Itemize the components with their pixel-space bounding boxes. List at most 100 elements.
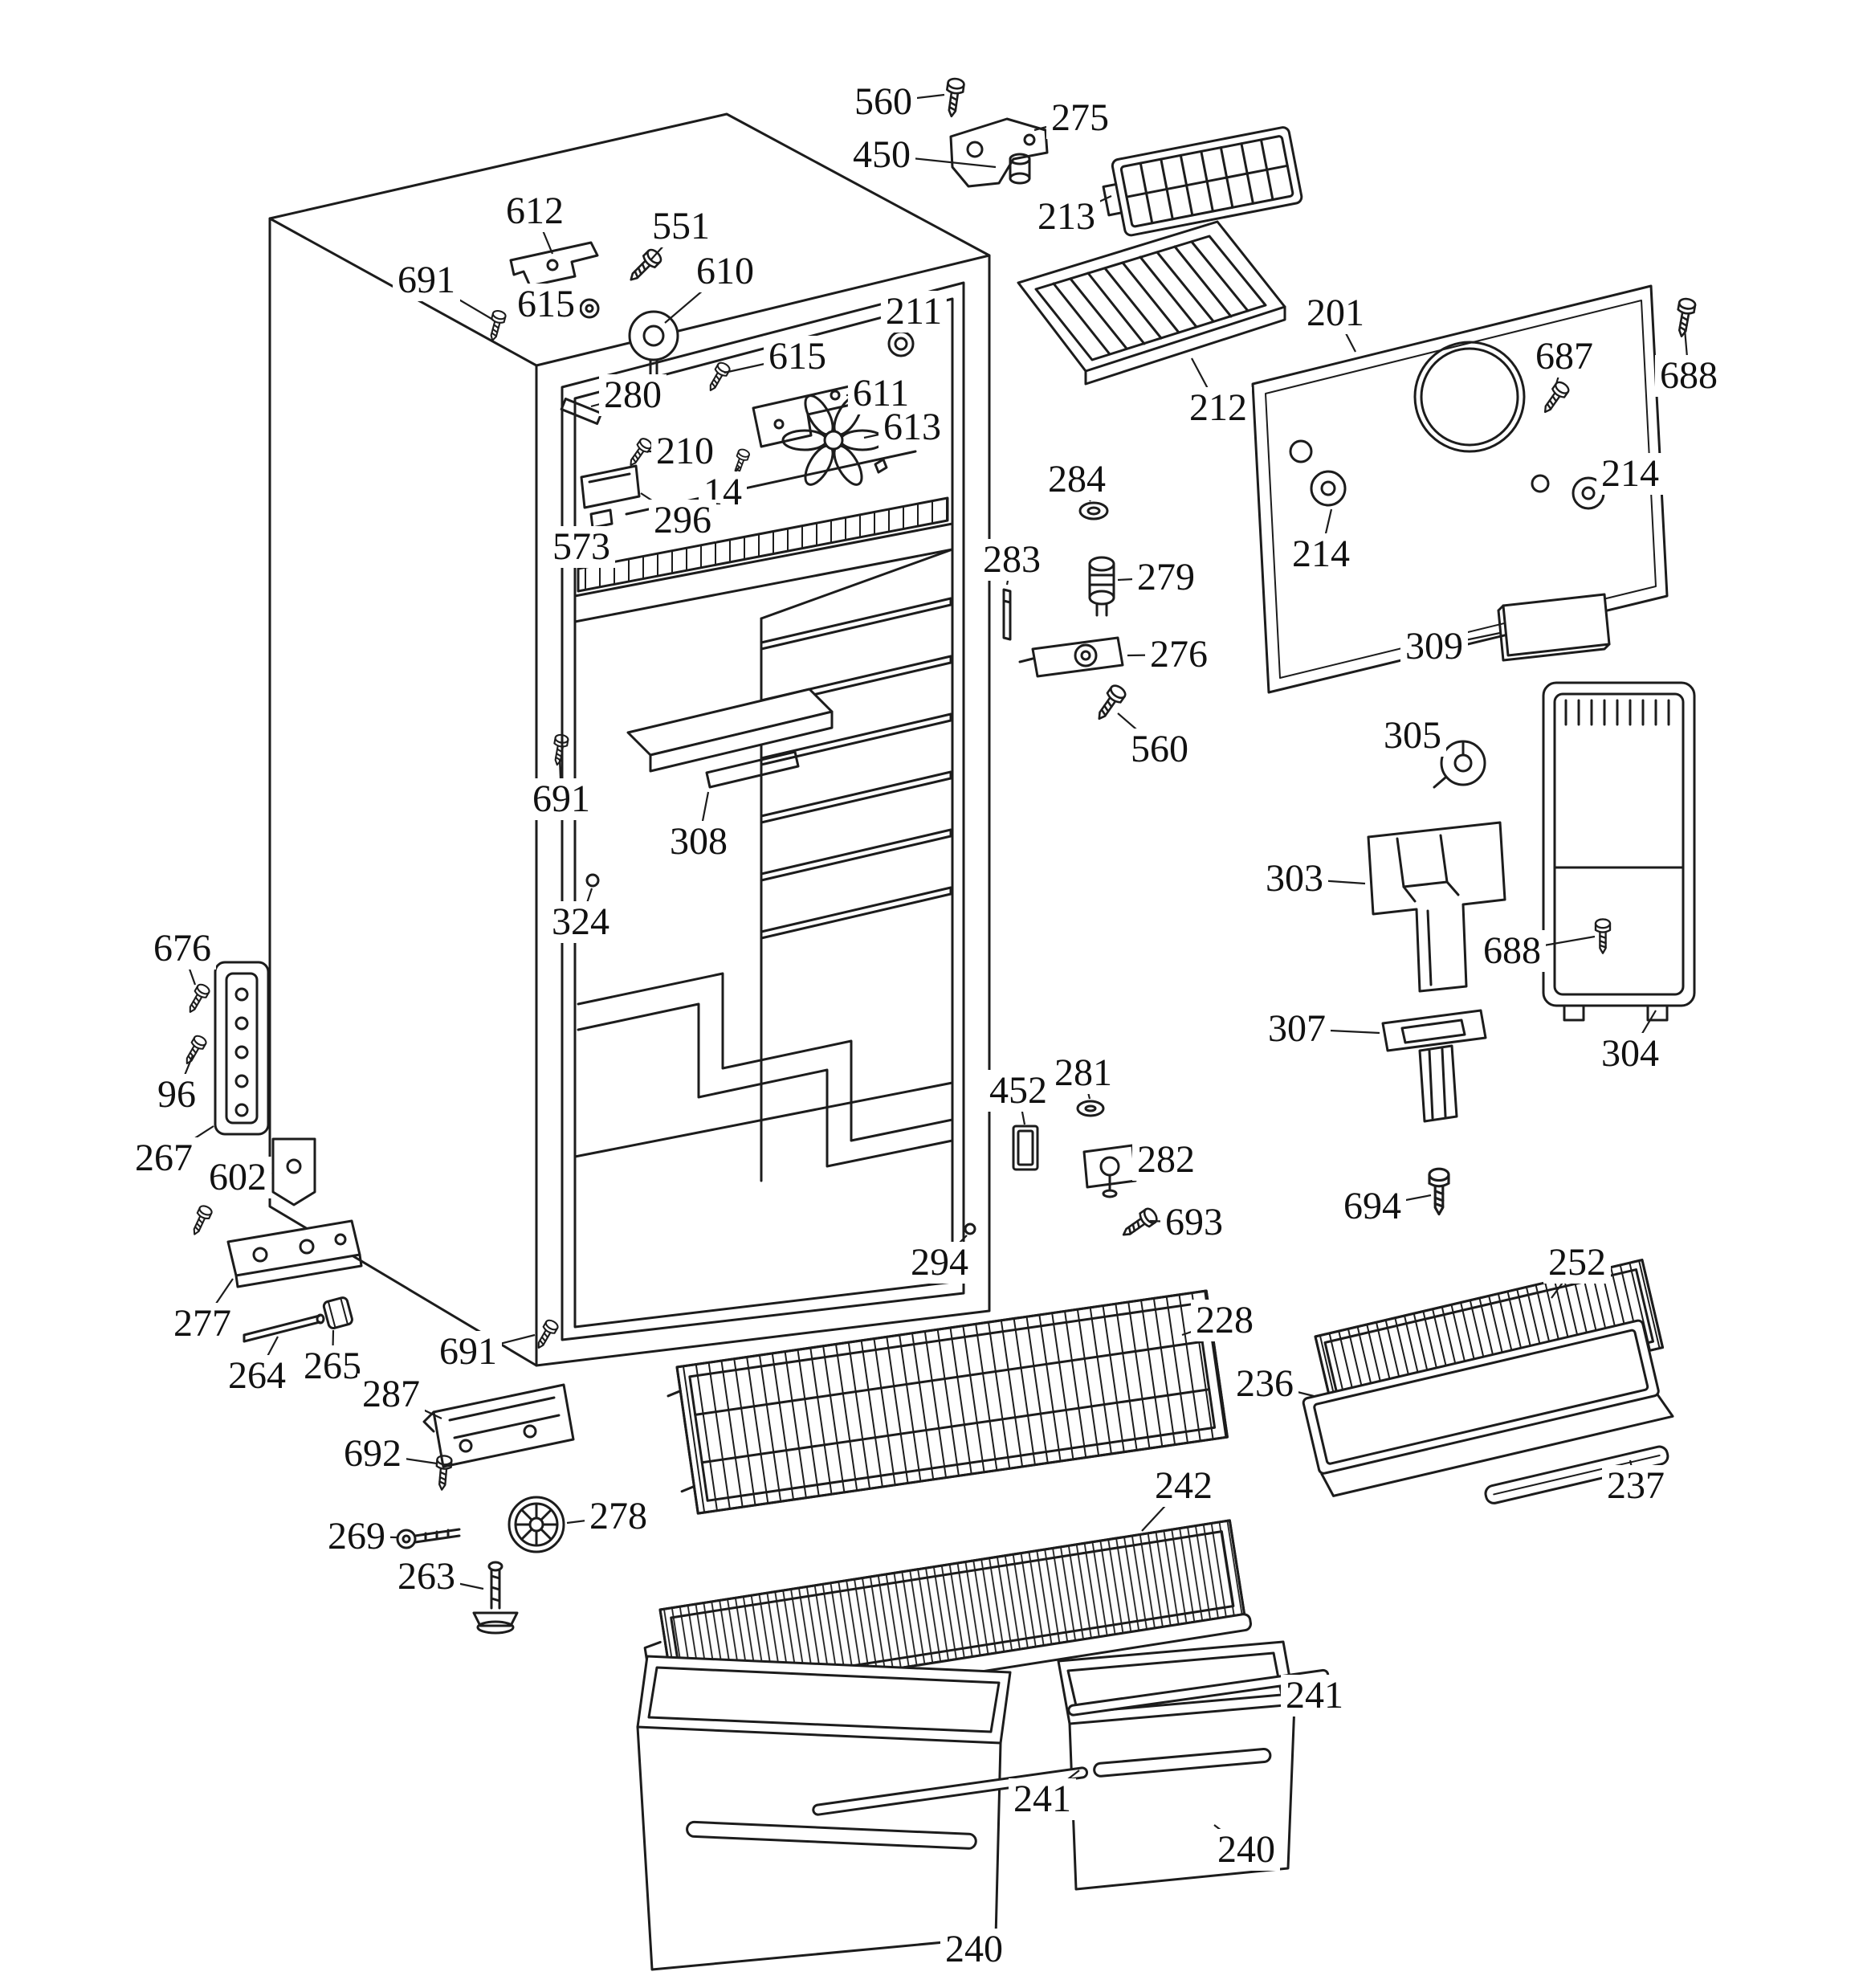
part-label-450: 450 <box>848 134 915 176</box>
part-label-240: 240 <box>1213 1829 1280 1871</box>
bracket-612 <box>509 241 599 288</box>
plate-309 <box>1497 593 1611 662</box>
part-label-269: 269 <box>323 1516 390 1557</box>
shaft-264 <box>243 1313 325 1343</box>
bolt-269 <box>396 1528 461 1549</box>
part-label-214: 214 <box>1596 453 1664 495</box>
control-housing-303 <box>1367 821 1506 993</box>
crisper-frame-236 <box>1302 1319 1674 1497</box>
part-label-560: 560 <box>850 81 917 123</box>
part-label-213: 213 <box>1033 196 1100 238</box>
side-cover-304 <box>1542 681 1696 1022</box>
wire-shelf-228 <box>667 1289 1229 1515</box>
part-label-275: 275 <box>1046 97 1114 139</box>
part-label-263: 263 <box>393 1556 460 1598</box>
part-label-613: 613 <box>879 406 946 448</box>
fresh-food-interior <box>532 548 976 1353</box>
part-label-236: 236 <box>1231 1363 1298 1405</box>
part-label-307: 307 <box>1263 1008 1331 1050</box>
part-label-612: 612 <box>501 190 569 232</box>
shelf-308 <box>626 688 834 789</box>
part-label-276: 276 <box>1145 634 1213 676</box>
part-label-691: 691 <box>393 259 460 301</box>
part-label-228: 228 <box>1191 1300 1258 1341</box>
part-label-277: 277 <box>169 1303 236 1345</box>
part-label-304: 304 <box>1596 1033 1664 1075</box>
drawer-handle <box>686 1820 977 1850</box>
hole-324 <box>585 873 600 888</box>
part-label-309: 309 <box>1400 626 1468 667</box>
part-label-241: 241 <box>1009 1778 1076 1820</box>
grommet-281 <box>1076 1100 1105 1117</box>
control-knob-305 <box>1433 740 1486 789</box>
ice-tray-213 <box>1102 126 1303 237</box>
part-label-264: 264 <box>223 1355 291 1397</box>
part-label-692: 692 <box>339 1433 406 1475</box>
part-label-615: 615 <box>512 284 580 325</box>
part-label-284: 284 <box>1043 459 1111 500</box>
bottom-hinge-277 <box>226 1219 363 1288</box>
part-label-688: 688 <box>1478 930 1546 972</box>
part-label-691: 691 <box>528 778 595 820</box>
part-label-214: 214 <box>1287 533 1355 575</box>
part-label-296: 296 <box>649 500 716 541</box>
part-label-96: 96 <box>153 1074 201 1116</box>
duct-296 <box>580 464 641 509</box>
part-label-688: 688 <box>1655 355 1722 397</box>
part-label-265: 265 <box>299 1345 366 1387</box>
part-label-687: 687 <box>1531 336 1598 378</box>
part-label-211: 211 <box>880 291 948 333</box>
part-label-324: 324 <box>547 901 614 943</box>
bracket-307 <box>1381 1009 1487 1123</box>
bracket-287 <box>422 1383 575 1468</box>
valve-279 <box>1088 556 1115 617</box>
part-label-308: 308 <box>665 821 732 863</box>
part-label-287: 287 <box>357 1374 425 1415</box>
part-label-210: 210 <box>651 431 719 472</box>
hinge-piece-602 <box>271 1137 316 1206</box>
part-label-305: 305 <box>1379 715 1446 757</box>
bottom-front-parts <box>396 1383 575 1635</box>
lower-hinge-parts <box>1012 1100 1160 1243</box>
hinge-plate-267 <box>214 961 270 1136</box>
wheel-278 <box>508 1496 565 1553</box>
part-label-281: 281 <box>1050 1052 1117 1094</box>
part-label-294: 294 <box>906 1242 973 1284</box>
grommet-615 <box>579 298 600 319</box>
part-label-573: 573 <box>548 526 615 568</box>
part-label-610: 610 <box>691 251 759 292</box>
hinge-282 <box>1082 1144 1137 1198</box>
part-label-615: 615 <box>764 336 831 378</box>
knob-214-left <box>1310 470 1347 507</box>
strip-283 <box>1002 588 1012 641</box>
hinge-bracket-276 <box>1018 636 1124 678</box>
hole-294 <box>964 1223 976 1235</box>
part-label-452: 452 <box>984 1070 1052 1112</box>
back-panel-201 <box>1251 284 1669 694</box>
part-label-551: 551 <box>647 206 715 247</box>
part-label-237: 237 <box>1602 1465 1669 1507</box>
part-label-602: 602 <box>204 1157 271 1198</box>
top-hinge-275 <box>942 76 1049 188</box>
bracket-573 <box>589 508 614 529</box>
grommet-284 <box>1078 501 1109 520</box>
part-label-303: 303 <box>1261 858 1328 900</box>
part-label-201: 201 <box>1302 292 1369 334</box>
part-label-279: 279 <box>1132 557 1200 598</box>
thermostat-parts <box>1002 501 1129 725</box>
part-label-693: 693 <box>1160 1202 1228 1243</box>
tube-280 <box>560 398 603 425</box>
part-label-267: 267 <box>130 1137 198 1179</box>
part-label-691: 691 <box>434 1331 502 1373</box>
drawer-rail-241-right <box>1067 1668 1330 1717</box>
part-label-560: 560 <box>1126 729 1193 770</box>
left-hinge-parts <box>180 961 363 1343</box>
drawer-handle <box>1093 1747 1272 1778</box>
part-label-242: 242 <box>1150 1465 1217 1507</box>
part-label-283: 283 <box>978 539 1046 581</box>
part-label-240: 240 <box>940 1929 1008 1970</box>
roller-265 <box>322 1296 353 1329</box>
